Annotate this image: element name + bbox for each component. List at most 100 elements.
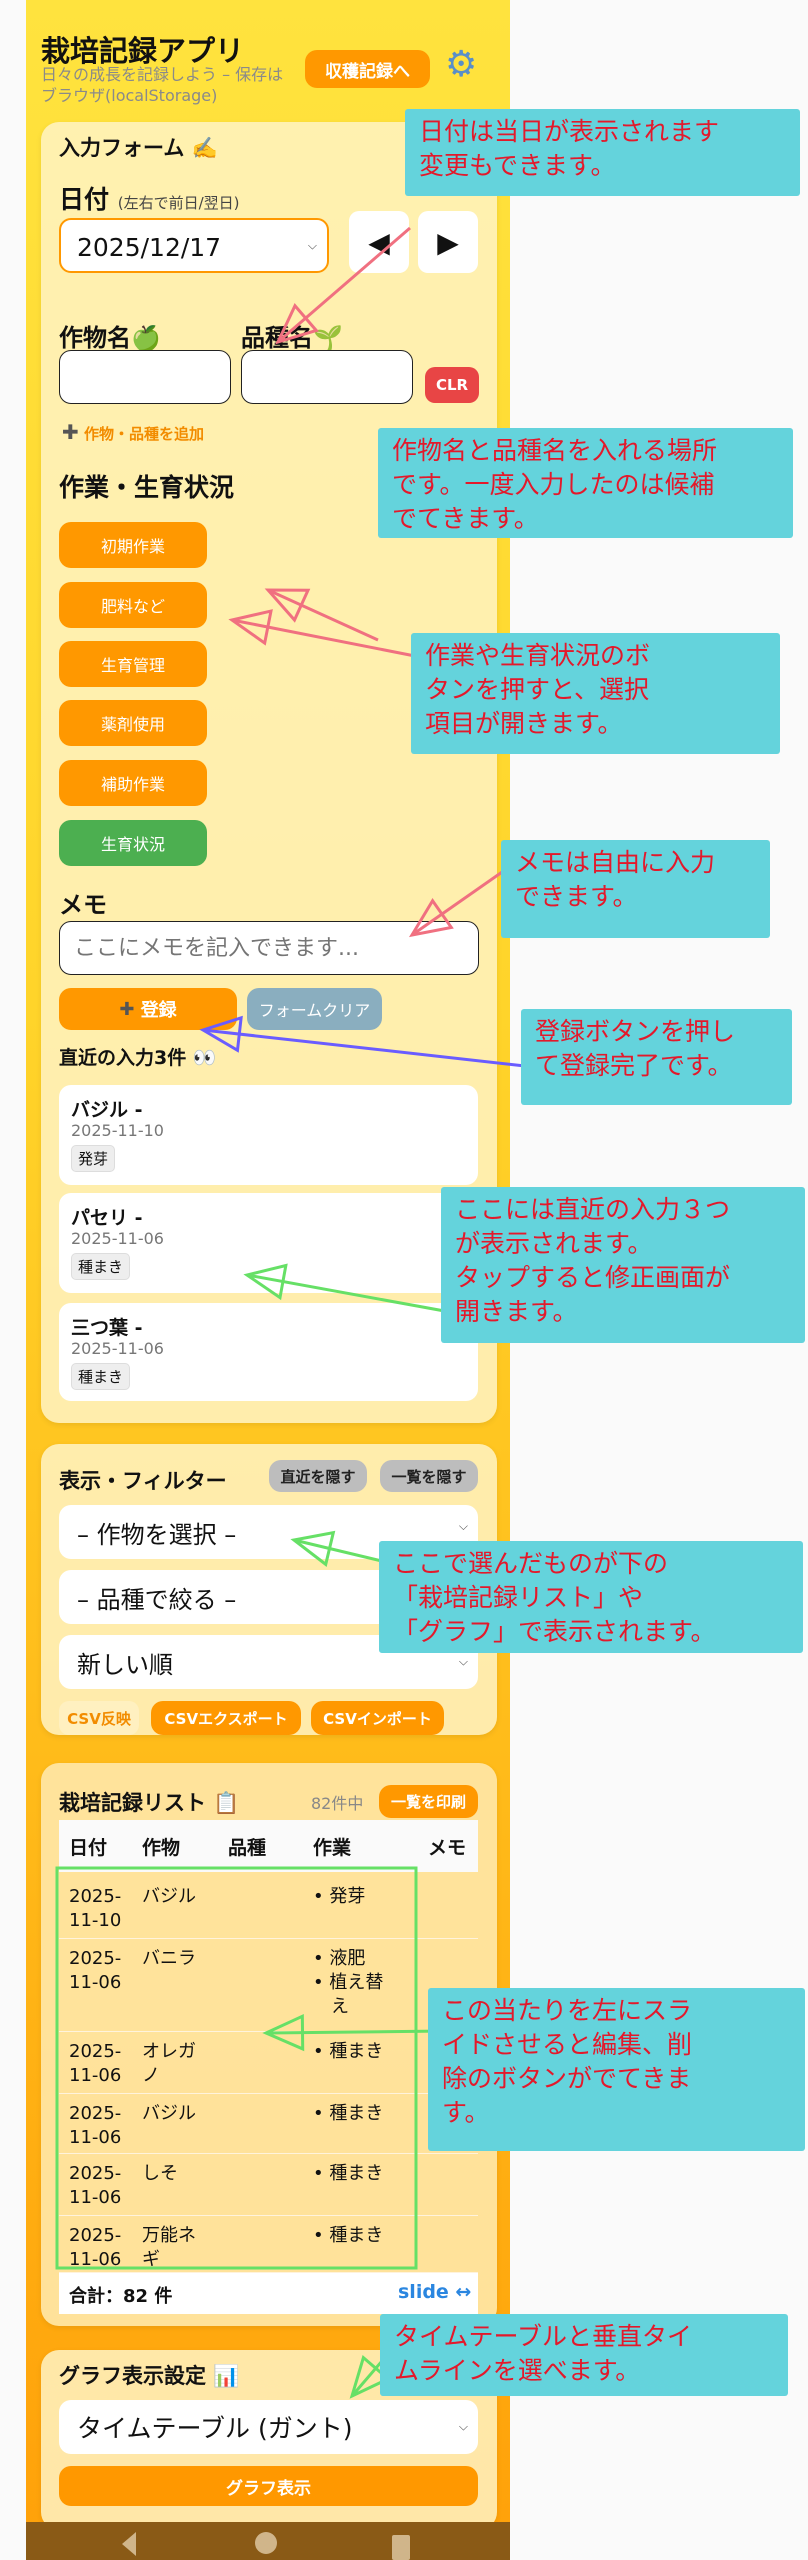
work-button[interactable]: 肥料など bbox=[59, 582, 207, 628]
cell-date: 2025- 11-06 bbox=[69, 2103, 122, 2148]
table-row[interactable]: 2025- 11-06 バニラ • 液肥 • 植え替 え bbox=[59, 1939, 478, 2032]
chevron-down-icon: ⌵ bbox=[458, 1519, 468, 1533]
chevron-down-icon: ⌵ bbox=[458, 1654, 468, 1669]
recent-entry-tag: 種まき bbox=[71, 1363, 131, 1390]
home-icon[interactable] bbox=[255, 2532, 277, 2554]
csv-apply-button[interactable]: CSV反映 bbox=[59, 1701, 139, 1735]
date-label-text: 日付 bbox=[59, 185, 110, 214]
date-value: 2025/12/17 bbox=[77, 233, 222, 262]
work-heading: 作業・生育状況 bbox=[59, 473, 235, 502]
date-hint: (左右で前日/翌日) bbox=[117, 194, 240, 212]
cell-crop: 万能ネ ギ bbox=[142, 2225, 196, 2270]
print-list-button[interactable]: 一覧を印刷 bbox=[379, 1785, 478, 1818]
chevron-down-icon: ⌵ bbox=[307, 238, 317, 252]
recent-entry-tag: 種まき bbox=[71, 1253, 131, 1280]
form-title: 入力フォーム ✍️ bbox=[59, 136, 218, 160]
plus-icon: ✚ bbox=[62, 420, 79, 444]
chevron-down-icon: ⌵ bbox=[458, 2419, 468, 2434]
slide-hint: slide ↔ bbox=[398, 2281, 472, 2303]
recent-title: 直近の入力3件 👀 bbox=[59, 1047, 217, 1069]
hide-list-button[interactable]: 一覧を隠す bbox=[380, 1460, 478, 1492]
total-count: 合計：82 件 bbox=[69, 2286, 173, 2307]
app-title: 栽培記録アプリ bbox=[41, 34, 245, 68]
column-header: 日付 bbox=[69, 1837, 108, 1859]
prev-day-button[interactable]: ◀ bbox=[349, 211, 409, 273]
csv-export-button[interactable]: CSVエクスポート bbox=[151, 1701, 301, 1735]
recent-entry-title: パセリ - bbox=[71, 1207, 143, 1229]
annotation-callout: 作物名と品種名を入れる場所 です。一度入力したのは候補 でてきます。 bbox=[378, 428, 793, 538]
recent-entry-date: 2025-11-06 bbox=[71, 1339, 164, 1358]
table-row[interactable]: 2025- 11-06 万能ネ ギ • 種まき bbox=[59, 2216, 478, 2273]
filter-title: 表示・フィルター bbox=[59, 1469, 227, 1493]
annotation-callout: ここには直近の入力３つ が表示されます。 タップすると修正画面が 開きます。 bbox=[441, 1187, 805, 1343]
recent-entry-date: 2025-11-06 bbox=[71, 1229, 164, 1248]
add-crop-link[interactable]: ✚ 作物・品種を追加 bbox=[62, 420, 204, 444]
cell-date: 2025- 11-06 bbox=[69, 2163, 122, 2208]
column-header: メモ bbox=[428, 1837, 467, 1859]
graph-type-select[interactable]: タイムテーブル (ガント)⌵ bbox=[59, 2400, 478, 2454]
table-row[interactable]: 2025- 11-06 バジル • 種まき bbox=[59, 2094, 478, 2154]
recent-entry-tag: 発芽 bbox=[71, 1145, 116, 1172]
show-graph-button[interactable]: グラフ表示 bbox=[59, 2466, 478, 2506]
cell-date: 2025- 11-10 bbox=[69, 1886, 122, 1931]
work-button[interactable]: 生育管理 bbox=[59, 641, 207, 687]
annotation-callout: メモは自由に入力 できます。 bbox=[501, 840, 770, 938]
annotation-callout: 登録ボタンを押し て登録完了です。 bbox=[521, 1009, 792, 1105]
crop-input[interactable] bbox=[59, 350, 231, 404]
annotation-callout: 日付は当日が表示されます 変更もできます。 bbox=[405, 109, 800, 196]
variety-select-value: – 品種で絞る – bbox=[77, 1585, 237, 1614]
cell-crop: オレガ ノ bbox=[142, 2041, 196, 2086]
cell-work: • 種まき bbox=[313, 2041, 384, 2062]
table-header bbox=[59, 1820, 478, 1872]
memo-label: メモ bbox=[59, 891, 107, 919]
harvest-button[interactable]: 収穫記録へ bbox=[305, 50, 430, 88]
recent-entry-date: 2025-11-10 bbox=[71, 1121, 164, 1140]
work-button[interactable]: 生育状況 bbox=[59, 820, 207, 866]
variety-input[interactable] bbox=[241, 350, 413, 404]
cell-date: 2025- 11-06 bbox=[69, 1948, 122, 1993]
annotation-callout: 作業や生育状況のボ タンを押すと、選択 項目が開きます。 bbox=[411, 633, 780, 754]
cell-crop: バニラ bbox=[142, 1948, 196, 1969]
form-clear-button[interactable]: フォームクリア bbox=[247, 988, 382, 1030]
list-title: 栽培記録リスト 📋 bbox=[59, 1791, 240, 1815]
cell-work: • 種まき bbox=[313, 2163, 384, 2184]
record-count: 82件中 bbox=[311, 1794, 364, 1813]
table-row[interactable]: 2025- 11-06 オレガ ノ • 種まき bbox=[59, 2032, 478, 2094]
variety-label: 品種名🌱 bbox=[241, 324, 343, 352]
annotation-callout: この当たりを左にスラ イドさせると編集、削 除のボタンがでてきま す。 bbox=[428, 1988, 805, 2151]
table-row[interactable]: 2025- 11-10 バジル • 発芽 bbox=[59, 1877, 478, 1939]
cell-date: 2025- 11-06 bbox=[69, 2225, 122, 2270]
recent-entry-title: 三つ葉 - bbox=[71, 1317, 143, 1339]
clr-button[interactable]: CLR bbox=[425, 367, 479, 403]
cell-work: • 液肥 • 植え替 え bbox=[313, 1948, 384, 2017]
annotation-callout: タイムテーブルと垂直タイ ムラインを選べます。 bbox=[380, 2314, 788, 2396]
register-label: 登録 bbox=[140, 1000, 177, 1021]
plus-icon: ✚ bbox=[119, 998, 135, 1020]
cell-work: • 発芽 bbox=[313, 1886, 366, 1907]
work-button[interactable]: 補助作業 bbox=[59, 760, 207, 806]
back-icon[interactable] bbox=[122, 2532, 136, 2556]
work-button[interactable]: 薬剤使用 bbox=[59, 700, 207, 746]
cell-work: • 種まき bbox=[313, 2103, 384, 2124]
csv-import-button[interactable]: CSVインポート bbox=[311, 1701, 444, 1735]
cell-crop: バジル bbox=[142, 1886, 196, 1907]
recent-entry-card[interactable]: パセリ -2025-11-06 種まき bbox=[59, 1193, 478, 1293]
cell-crop: バジル bbox=[142, 2103, 196, 2124]
work-button[interactable]: 初期作業 bbox=[59, 522, 207, 568]
date-input[interactable]: 2025/12/17 ⌵ bbox=[59, 218, 329, 273]
annotation-callout: ここで選んだものが下の 「栽培記録リスト」や 「グラフ」で表示されます。 bbox=[379, 1541, 803, 1653]
cell-date: 2025- 11-06 bbox=[69, 2041, 122, 2086]
memo-input[interactable] bbox=[59, 921, 479, 975]
gear-icon[interactable]: ⚙ bbox=[445, 44, 478, 85]
register-button[interactable]: ✚ 登録 bbox=[59, 988, 237, 1030]
add-crop-text: 作物・品種を追加 bbox=[84, 425, 205, 443]
recents-icon[interactable] bbox=[392, 2535, 410, 2560]
recent-entry-card[interactable]: 三つ葉 -2025-11-06 種まき bbox=[59, 1303, 478, 1401]
column-header: 作物 bbox=[142, 1837, 181, 1859]
cell-work: • 種まき bbox=[313, 2225, 384, 2246]
hide-recent-button[interactable]: 直近を隠す bbox=[269, 1460, 367, 1492]
next-day-button[interactable]: ▶ bbox=[418, 211, 478, 273]
table-footer bbox=[59, 2273, 478, 2314]
